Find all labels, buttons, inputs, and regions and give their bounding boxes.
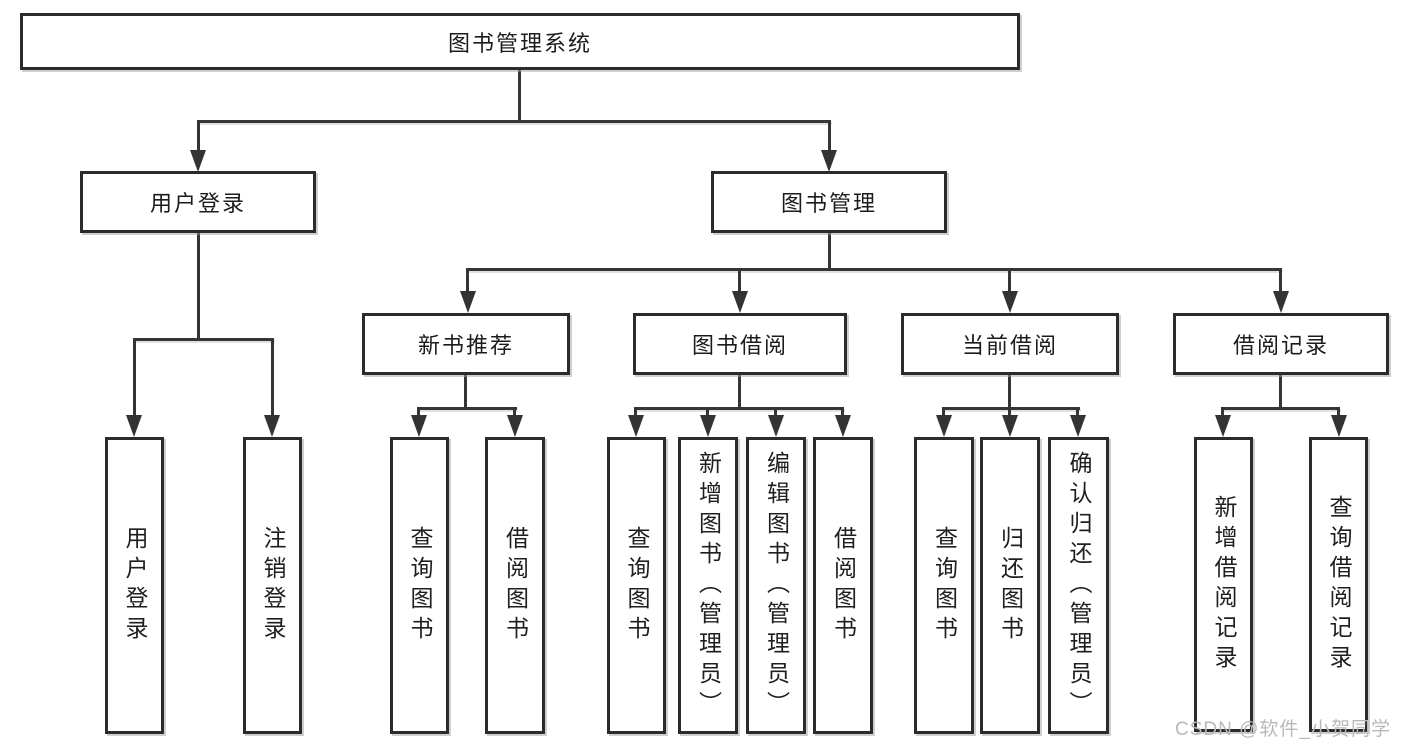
- node-borrow-records-box: 借阅记录: [1173, 313, 1389, 375]
- connector-group-rail: [634, 407, 844, 410]
- leaf-query-book-label: 查询图书: [407, 525, 433, 646]
- connector-to-leaf: [417, 407, 420, 419]
- arrow-down-icon: [411, 415, 427, 437]
- leaf-logout-box: 注销登录: [243, 437, 302, 734]
- connector-to-leaf: [634, 407, 637, 419]
- leaf-query-borrow-record-label: 查询借阅记录: [1326, 494, 1352, 675]
- arrow-down-icon: [190, 150, 206, 172]
- leaf-logout-label: 注销登录: [260, 525, 286, 646]
- node-user-login-label: 用户登录: [149, 191, 246, 216]
- leaf-add-borrow-record-label: 新增借阅记录: [1211, 494, 1237, 675]
- connector-group-rail: [1221, 407, 1340, 410]
- connector-group-rail: [942, 407, 1080, 410]
- arrow-down-icon: [1273, 291, 1289, 313]
- arrow-down-icon: [126, 415, 142, 437]
- arrow-down-icon: [1002, 415, 1018, 437]
- arrow-down-icon: [264, 415, 280, 437]
- connector-to-current-borrow: [1008, 268, 1011, 293]
- leaf-user-login-box: 用户登录: [105, 437, 164, 734]
- node-new-book-recommend-box: 新书推荐: [362, 313, 570, 375]
- arrow-down-icon: [768, 415, 784, 437]
- leaf-borrow-book-label: 借阅图书: [502, 525, 529, 646]
- connector-book-management-stub: [828, 233, 831, 271]
- leaf-query-book-label: 查询图书: [624, 525, 650, 646]
- connector-to-book-management: [828, 120, 831, 152]
- leaf-borrow-book-box: 借阅图书: [485, 437, 545, 734]
- leaf-query-book-label: 查询图书: [931, 525, 958, 646]
- arrow-down-icon: [1331, 415, 1347, 437]
- connector-user-login-rail: [133, 338, 274, 341]
- connector-to-leaf: [1008, 407, 1011, 419]
- arrow-down-icon: [507, 415, 523, 437]
- leaf-query-book-box: 查询图书: [914, 437, 974, 734]
- leaf-return-book-box: 归还图书: [980, 437, 1040, 734]
- leaf-query-book-box: 查询图书: [390, 437, 449, 734]
- arrow-down-icon: [835, 415, 851, 437]
- connector-to-leaf: [133, 338, 136, 417]
- connector-user-login-stub: [197, 233, 200, 341]
- csdn-watermark: CSDN @软件_小贺同学: [1175, 719, 1391, 740]
- root-node-label: 图书管理系统: [447, 30, 592, 56]
- connector-level3-rail: [466, 268, 1282, 271]
- connector-to-leaf: [1337, 407, 1340, 419]
- connector-to-leaf: [1076, 407, 1079, 419]
- connector-level2-rail: [197, 120, 831, 123]
- connector-to-new-book: [466, 268, 469, 293]
- leaf-user-login-label: 用户登录: [122, 525, 148, 646]
- arrow-down-icon: [460, 291, 476, 313]
- arrow-down-icon: [628, 415, 644, 437]
- connector-to-leaf: [841, 407, 844, 419]
- connector-group-stub: [464, 375, 467, 410]
- node-book-borrow-box: 图书借阅: [633, 313, 847, 375]
- arrow-down-icon: [732, 291, 748, 313]
- arrow-down-icon: [1002, 291, 1018, 313]
- connector-to-leaf: [513, 407, 516, 419]
- leaf-add-book-admin-box: 新增图书（管理员）: [678, 437, 738, 734]
- connector-to-user-login: [197, 120, 200, 152]
- connector-to-leaf: [271, 338, 274, 417]
- arrow-down-icon: [1070, 415, 1086, 437]
- node-new-book-recommend-label: 新书推荐: [417, 333, 514, 358]
- connector-to-borrow-records: [1279, 268, 1282, 293]
- leaf-confirm-return-admin-label: 确认归还（管理员）: [1066, 450, 1092, 721]
- node-book-management-box: 图书管理: [711, 171, 947, 233]
- leaf-edit-book-admin-label: 编辑图书（管理员）: [763, 450, 790, 721]
- leaf-borrow-book-label: 借阅图书: [830, 525, 857, 646]
- leaf-query-borrow-record-box: 查询借阅记录: [1309, 437, 1368, 732]
- connector-to-book-borrow: [738, 268, 741, 293]
- leaf-add-borrow-record-box: 新增借阅记录: [1194, 437, 1253, 732]
- connector-to-leaf: [942, 407, 945, 419]
- arrow-down-icon: [1215, 415, 1231, 437]
- leaf-confirm-return-admin-box: 确认归还（管理员）: [1048, 437, 1109, 734]
- connector-group-stub: [738, 375, 741, 410]
- arrow-down-icon: [821, 150, 837, 172]
- node-book-management-label: 图书管理: [780, 191, 877, 216]
- node-book-borrow-label: 图书借阅: [691, 333, 788, 358]
- node-current-borrow-box: 当前借阅: [901, 313, 1119, 375]
- leaf-borrow-book-box: 借阅图书: [813, 437, 873, 734]
- connector-group-stub: [1279, 375, 1282, 410]
- leaf-edit-book-admin-box: 编辑图书（管理员）: [746, 437, 806, 734]
- leaf-query-book-box: 查询图书: [607, 437, 666, 734]
- node-current-borrow-label: 当前借阅: [961, 333, 1058, 358]
- connector-to-leaf: [774, 407, 777, 419]
- connector-group-rail: [417, 407, 517, 410]
- root-node-box: 图书管理系统: [20, 13, 1020, 70]
- node-user-login-box: 用户登录: [80, 171, 316, 233]
- connector-group-stub: [1008, 375, 1011, 410]
- node-borrow-records-label: 借阅记录: [1232, 333, 1329, 358]
- arrow-down-icon: [936, 415, 952, 437]
- leaf-return-book-label: 归还图书: [997, 525, 1024, 646]
- arrow-down-icon: [700, 415, 716, 437]
- connector-to-leaf: [1221, 407, 1224, 419]
- leaf-add-book-admin-label: 新增图书（管理员）: [695, 450, 722, 721]
- connector-root-stub: [518, 70, 521, 122]
- connector-to-leaf: [706, 407, 709, 419]
